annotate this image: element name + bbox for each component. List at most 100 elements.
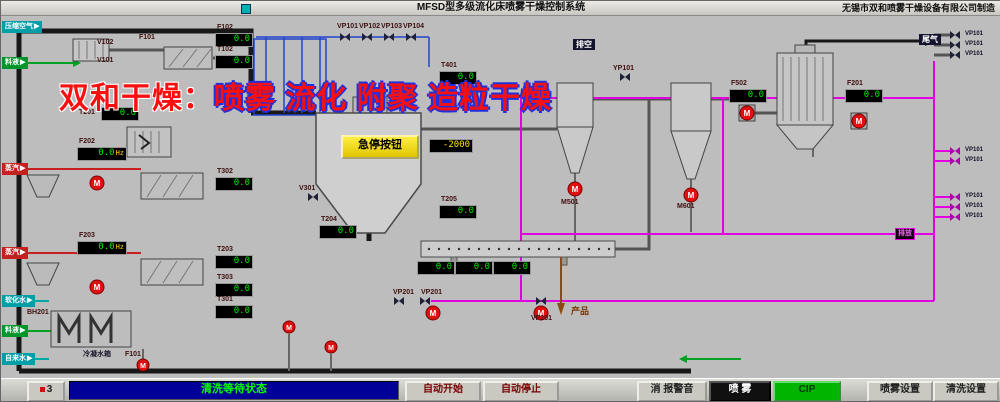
auto-start-button[interactable]: 自动开始: [405, 381, 481, 401]
tag-T205: T205: [441, 196, 457, 203]
electric-heater-box: [126, 126, 172, 158]
tag-VP201-3: VP201: [531, 315, 553, 322]
tag-right-5: VP101: [965, 157, 984, 163]
spray-button[interactable]: 喷 雾: [709, 381, 771, 401]
display-F203: 0.0Hz: [77, 241, 127, 255]
svg-text:M: M: [430, 309, 437, 318]
svg-text:M: M: [94, 283, 101, 292]
motor-icon[interactable]: M: [533, 305, 549, 321]
motor-icon[interactable]: M: [89, 279, 105, 295]
svg-text:M: M: [856, 117, 863, 126]
display-bed-1: 0.0: [417, 261, 455, 275]
drain-label: 排放: [895, 228, 915, 240]
valve-icon[interactable]: [950, 147, 960, 221]
tag-T204: T204: [321, 216, 337, 223]
tag-T203: T203: [217, 246, 233, 253]
tag-YP101: YP101: [613, 65, 635, 72]
tag-VP101: VP101: [337, 23, 359, 30]
emergency-stop-button[interactable]: 急停按钮: [341, 135, 419, 159]
motor-icon[interactable]: M: [851, 113, 867, 129]
pipe-tailgas: [804, 36, 937, 53]
motor-icon[interactable]: M: [683, 187, 699, 203]
tag-BH201: BH201: [27, 309, 49, 316]
tag-right-7: VP101: [965, 203, 984, 209]
source-compressed-air: 压缩空气: [2, 21, 43, 33]
page-icon: [39, 387, 45, 392]
display-T303: 0.0: [215, 283, 253, 297]
mute-alarm-button[interactable]: 消 报警音: [637, 381, 707, 401]
tag-T303: T303: [217, 274, 233, 281]
bag-filter: [775, 44, 835, 150]
tag-F102: F102: [217, 24, 233, 31]
display-F102: 0.0: [215, 33, 253, 47]
hopper-1: [26, 174, 60, 198]
tag-M501: M501: [561, 199, 579, 206]
tag-T301: T301: [217, 296, 233, 303]
tag-V101: V101: [97, 57, 114, 64]
display-T301: 0.0: [215, 305, 253, 319]
app-icon: [241, 4, 251, 14]
source-feed-1: 料液: [2, 57, 29, 69]
manufacturer-label: 无锡市双和喷雾干燥设备有限公司制造: [841, 3, 995, 13]
title-bar: MFSD型多级流化床喷雾干燥控制系统 无锡市双和喷雾干燥设备有限公司制造: [1, 1, 1000, 16]
svg-text:M: M: [286, 325, 292, 332]
tag-F203: F203: [79, 232, 95, 239]
motor-icon[interactable]: M: [425, 305, 441, 321]
tag-right-4: VP101: [965, 147, 984, 153]
tag-VP104: VP104: [403, 23, 425, 30]
tag-right-6: YP101: [965, 193, 984, 199]
display-bed-2: 0.0: [455, 261, 493, 275]
display-T102: 0.0: [215, 55, 253, 69]
tag-right-1: VP101: [965, 31, 984, 37]
tag-right-2: VP101: [965, 41, 984, 47]
clean-settings-button[interactable]: 清洗设置: [933, 381, 999, 401]
source-steam-2: 蒸汽: [2, 247, 29, 259]
tag-VP201-1: VP201: [393, 289, 415, 296]
valve-icon[interactable]: [308, 31, 960, 305]
display-setpoint: -2000: [429, 139, 473, 153]
motor-icon[interactable]: M: [136, 358, 150, 372]
svg-text:M: M: [328, 345, 334, 352]
cyclone-1: [556, 82, 594, 174]
display-T205: 0.0: [439, 205, 477, 219]
inlet-filter: [72, 38, 110, 62]
svg-text:M: M: [140, 363, 146, 370]
hopper-2: [26, 262, 60, 286]
cip-button[interactable]: CIP: [773, 381, 841, 401]
condensate-tank-label: 冷凝水箱: [83, 351, 111, 358]
page-button[interactable]: 3: [27, 381, 65, 401]
spray-settings-button[interactable]: 喷雾设置: [867, 381, 933, 401]
pipes-blue-manifold: [253, 36, 430, 116]
svg-text:M: M: [572, 185, 579, 194]
motor-icon[interactable]: M: [739, 105, 755, 121]
tag-F101-top: F101: [139, 34, 155, 41]
auto-stop-button[interactable]: 自动停止: [483, 381, 559, 401]
source-tap-water: 自来水: [2, 353, 36, 365]
svg-text:M: M: [94, 179, 101, 188]
tag-right-3: VP101: [965, 51, 984, 57]
motor-icon[interactable]: M: [282, 320, 296, 334]
tag-F202: F202: [79, 138, 95, 145]
page-title: MFSD型多级流化床喷雾干燥控制系统: [416, 2, 586, 13]
source-soft-water: 软化水: [2, 295, 36, 307]
tag-F101-pump: F101: [125, 351, 141, 358]
tag-F201: F201: [847, 80, 863, 87]
status-message: 清洗等待状态: [69, 381, 399, 400]
tag-T201: T201: [79, 109, 95, 116]
motor-icon[interactable]: M: [567, 181, 583, 197]
motor-icon[interactable]: M: [324, 340, 338, 354]
tag-F502: F502: [731, 80, 747, 87]
display-T203: 0.0: [215, 255, 253, 269]
tag-T302: T302: [217, 168, 233, 175]
main-heater: [163, 46, 213, 70]
display-T204: 0.0: [319, 225, 357, 239]
display-F202: 0.0Hz: [77, 147, 127, 161]
svg-text:M: M: [538, 309, 545, 318]
product-arrow-icon: [557, 303, 565, 315]
source-feed-2: 料液: [2, 325, 29, 337]
fluid-bed: [420, 240, 616, 266]
display-T201: 0.0: [101, 107, 139, 121]
motor-icon[interactable]: M: [89, 175, 105, 191]
